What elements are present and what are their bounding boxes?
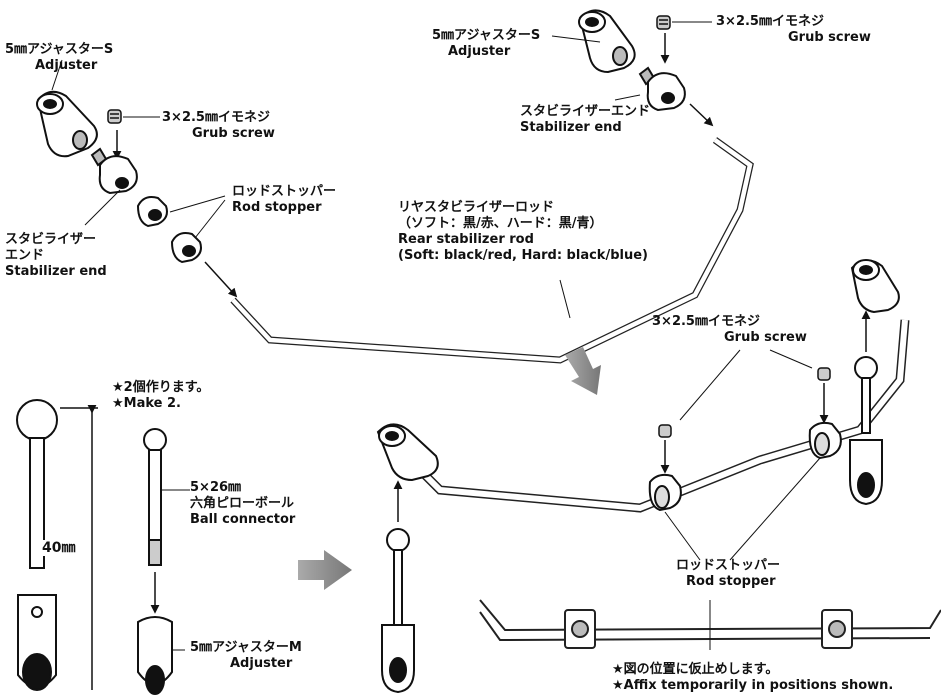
grub-screw-icon [107,109,122,124]
affix-note: ★図の位置に仮止めします。 ★Affix temporarily in posi… [612,662,894,693]
stabilizer-end-icon [90,147,138,195]
length-dimension: 40㎜ [42,540,76,556]
ball-connector-icon [381,356,883,694]
stabilizer-end-label: スタビライザー エンド Stabilizer end [5,232,107,279]
rod-stopper-icon [648,421,842,512]
assembled-stabilizer [396,319,910,513]
grub-screw-label: 3×2.5㎜イモネジ Grub screw [162,110,275,141]
rear-stabilizer-rod [230,137,754,364]
adjuster-icon [578,9,636,74]
ball-connector-label: 5×26㎜ 六角ピローボール Ball connector [190,480,296,527]
ball-connector-icon [137,428,173,695]
grub-screw-label: 3×2.5㎜イモネジ Grub screw [652,314,807,345]
rod-stopper-label: ロッドストッパー Rod stopper [676,558,781,589]
grub-screw-label: 3×2.5㎜イモネジ Grub screw [716,14,871,45]
rod-stopper-label: ロッドストッパー Rod stopper [232,184,337,215]
rod-stopper-icon [136,196,202,264]
ball-connector-icon [16,399,58,691]
adjuster-s-label: 5㎜アジャスターS Adjuster [432,28,541,59]
adjuster-m-label: 5㎜アジャスターM Adjuster [190,640,302,671]
grub-screw-icon [658,367,831,438]
stabilizer-end-label: スタビライザーエンド Stabilizer end [520,104,651,135]
make-two-note: ★2個作ります。 ★Make 2. [112,380,210,411]
arrow-icon [565,347,601,395]
stabilizer-end-icon [638,66,686,112]
arrow-icon [298,550,352,590]
adjuster-icon [376,259,900,482]
inset-rod-view [479,599,941,649]
adjuster-s-label: 5㎜アジャスターS Adjuster [5,42,114,73]
grub-screw-icon [656,15,671,30]
adjuster-icon [36,90,98,158]
rear-stabilizer-rod-label: リヤスタビライザーロッド （ソフト：黒/赤、ハード：黒/青） Rear stab… [398,200,648,263]
